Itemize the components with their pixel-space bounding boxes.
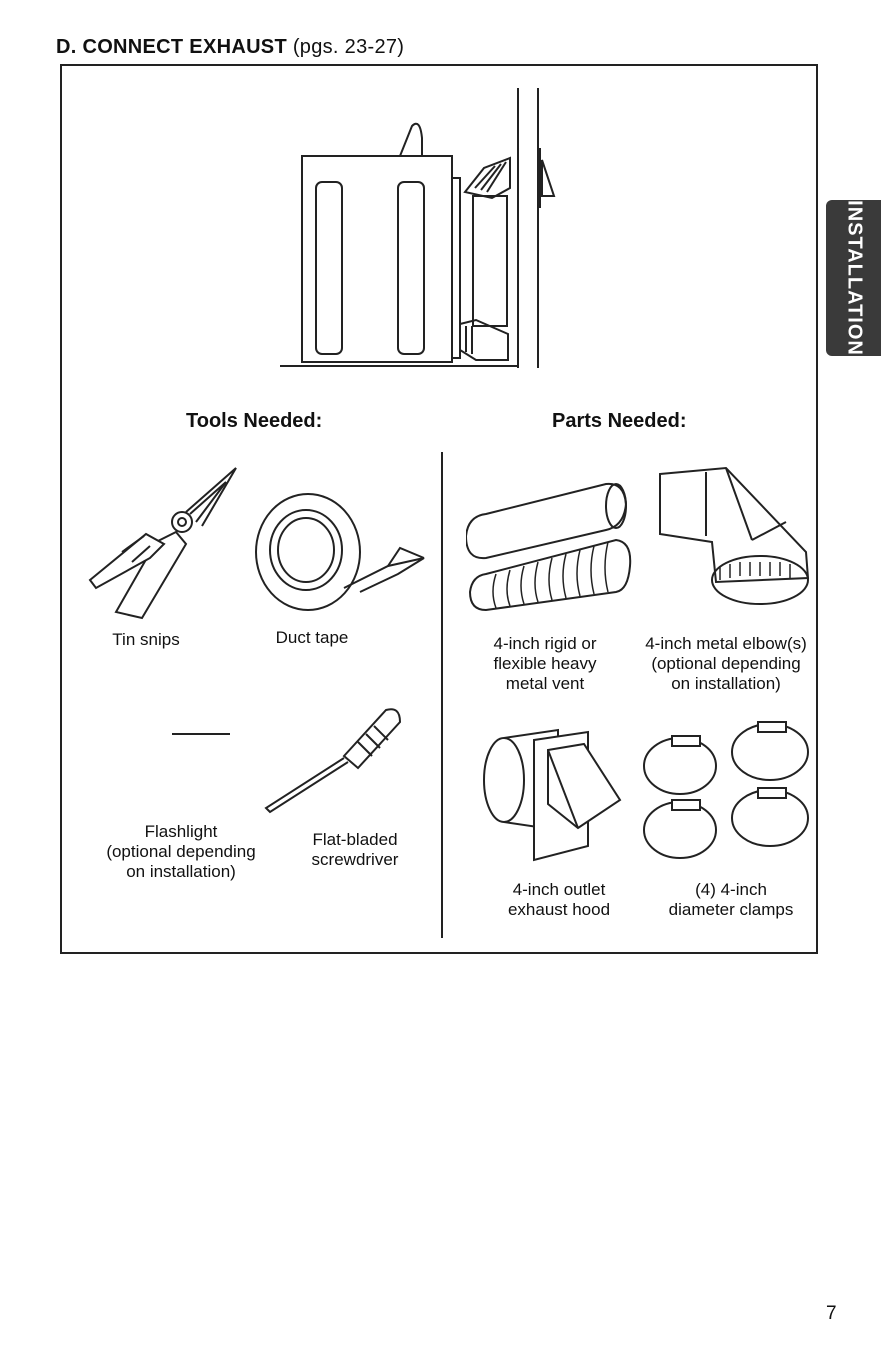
vent-label: 4-inch rigid or flexible heavy metal ven… [493,634,597,693]
exhaust-hood-icon [483,728,622,862]
column-divider [441,452,443,938]
exhaust-illustration-frame [60,64,818,954]
duct-tape-icon [255,493,425,611]
flashlight-label: Flashlight (optional depending on instal… [106,822,256,881]
duct-tape-label: Duct tape [275,628,349,647]
installation-tab: INSTALLATION [826,200,881,356]
page-number: 7 [826,1303,837,1324]
section-heading: D. CONNECT EXHAUST (pgs. 23-27) [56,36,404,59]
tin-snips-icon [88,467,237,620]
tin-snips-label: Tin snips [112,630,180,649]
clamps-label: (4) 4-inch diameter clamps [668,880,794,919]
vent-duct-icon [466,482,632,612]
elbow-icon [659,466,810,605]
section-title: D. CONNECT EXHAUST [56,36,287,58]
screwdriver-icon [264,708,402,814]
installation-tab-label: INSTALLATION [843,200,865,356]
screwdriver-label: Flat-bladed screwdriver [311,830,399,869]
section-pages: (pgs. 23-27) [292,36,405,58]
flashlight-icon [172,733,230,735]
elbow-label: 4-inch metal elbow(s) (optional dependin… [645,634,807,693]
parts-heading: Parts Needed: [552,410,687,432]
dryer-exhaust-diagram [280,88,556,368]
tools-heading: Tools Needed: [186,410,323,432]
exhaust-hood-label: 4-inch outlet exhaust hood [507,880,611,919]
clamps-icon [643,721,809,859]
